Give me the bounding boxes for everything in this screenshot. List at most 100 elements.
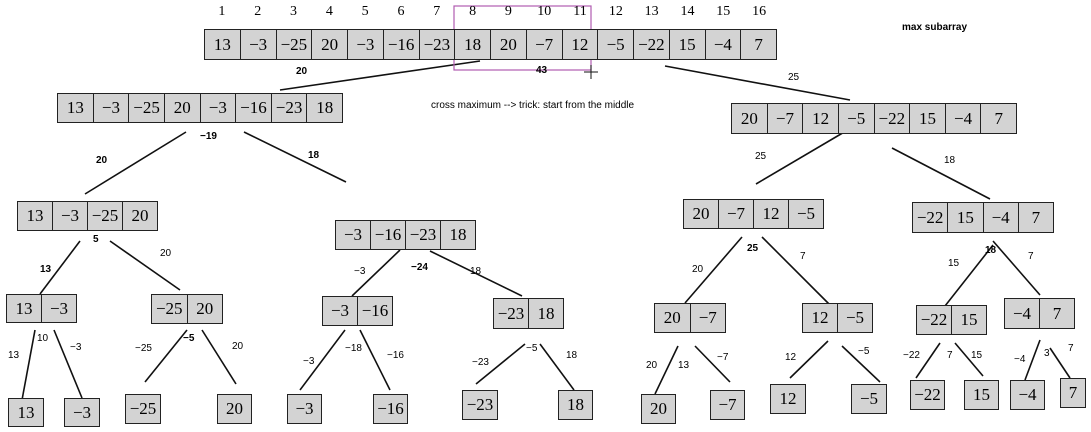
label-ll-left: 13 <box>40 264 52 275</box>
array-cell: −25 <box>277 30 313 59</box>
array-cell: −23 <box>272 94 308 122</box>
array-cell: −4 <box>1018 385 1037 404</box>
leaf-5: −3 <box>287 394 322 424</box>
array-cell: −3 <box>72 402 92 422</box>
edge-rl-q5 <box>684 236 743 304</box>
array-cell: −16 <box>236 94 272 122</box>
leaf-13: −22 <box>910 380 945 410</box>
index-label: 4 <box>325 4 333 19</box>
leaf-11: 12 <box>770 384 806 414</box>
label-rl-left: 20 <box>692 264 704 275</box>
index-label: 9 <box>504 4 512 19</box>
array-q5: 20−7 <box>654 303 726 333</box>
array-cell: −25 <box>129 94 165 122</box>
array-cell: 12 <box>779 389 797 408</box>
label-ll-right: 20 <box>160 248 172 259</box>
array-cell: 20 <box>650 399 667 418</box>
leaf-1: 13 <box>8 398 44 427</box>
array-cell: −25 <box>88 202 123 230</box>
array-cell: 12 <box>563 30 599 59</box>
label-q8-cross: 3 <box>1044 348 1050 359</box>
edge-q3-s5 <box>299 329 346 391</box>
label-q5-right: −7 <box>717 352 729 363</box>
label-root-cross: 43 <box>536 65 548 76</box>
label-q4-left: −23 <box>472 357 489 368</box>
array-cell: −3 <box>201 94 237 122</box>
leaf-9: 20 <box>641 394 676 424</box>
index-label: 14 <box>680 4 695 19</box>
array-cell: 7 <box>994 108 1003 128</box>
array-cell: 7 <box>1068 383 1078 402</box>
edge-q6-s12 <box>841 345 881 383</box>
array-cell: −3 <box>94 94 130 122</box>
array-cell: 13 <box>7 295 42 322</box>
edge-q4-s7 <box>475 343 526 385</box>
array-cell: 15 <box>973 385 990 404</box>
array-cell: −3 <box>241 30 277 59</box>
array-cell: 13 <box>58 94 94 122</box>
edge-r1-rr <box>891 147 991 200</box>
edge-l1-ll <box>84 131 187 195</box>
label-q2-right: 20 <box>232 341 244 352</box>
label-q4-right: 18 <box>566 350 578 361</box>
index-label: 2 <box>254 4 262 19</box>
label-root-left: 20 <box>296 66 308 77</box>
label-q3-cross: −18 <box>345 343 362 354</box>
label-q4-cross: −5 <box>526 343 538 354</box>
label-q1-cross: 10 <box>37 333 49 344</box>
array-cell: −4 <box>984 203 1019 232</box>
label-q3-left: −3 <box>303 356 315 367</box>
array-cell: 18 <box>537 303 555 323</box>
array-cell: −3 <box>53 202 88 230</box>
label-q2-left: −25 <box>135 343 152 354</box>
index-label: 10 <box>537 4 552 19</box>
array-cell: −5 <box>839 104 875 133</box>
array-cell: −22 <box>914 385 941 404</box>
edge-q5-s10 <box>694 345 731 383</box>
edge-lr-q3 <box>351 249 401 297</box>
diagram-title: max subarray <box>902 22 968 33</box>
leaf-12: −5 <box>851 384 887 414</box>
label-l1-right: 18 <box>308 150 320 161</box>
array-cell: −16 <box>361 301 389 320</box>
array-cell: −16 <box>371 221 406 249</box>
array-cell: 7 <box>1052 303 1062 323</box>
array-cell: −4 <box>706 30 742 59</box>
edge-q8-s16 <box>1049 347 1071 379</box>
label-q1-right: −3 <box>70 342 82 353</box>
label-lr-cross: −24 <box>411 262 428 273</box>
array-cell: 13 <box>17 402 35 422</box>
label-lr-right: 18 <box>470 266 482 277</box>
array-cell: 20 <box>491 30 527 59</box>
array-cell: 20 <box>312 30 348 59</box>
edge-q3-s6 <box>359 329 391 391</box>
array-cell: −25 <box>129 399 157 418</box>
array-cell: −16 <box>377 399 404 418</box>
array-cell: −22 <box>913 203 949 232</box>
label-r1-left: 25 <box>755 151 767 162</box>
array-cell: 20 <box>732 104 768 133</box>
label-rr-cross: 18 <box>985 245 997 256</box>
index-label: 15 <box>716 4 731 19</box>
array-q1: 13 −3 <box>6 294 77 323</box>
array-cell: −22 <box>917 306 952 334</box>
label-lr-left: −3 <box>354 266 366 277</box>
index-label: 12 <box>608 4 623 19</box>
array-cell: −3 <box>49 298 69 318</box>
edge-q1-s2 <box>53 329 83 399</box>
array-cell: −7 <box>527 30 563 59</box>
array-cell: 7 <box>1031 207 1041 227</box>
label-q3-right: −16 <box>387 350 404 361</box>
array-cell: 18 <box>316 98 334 117</box>
array-cell: 12 <box>803 304 838 332</box>
edge-root-r1 <box>664 65 851 101</box>
label-r1-right: 18 <box>944 155 956 166</box>
array-cell: 20 <box>684 200 719 228</box>
